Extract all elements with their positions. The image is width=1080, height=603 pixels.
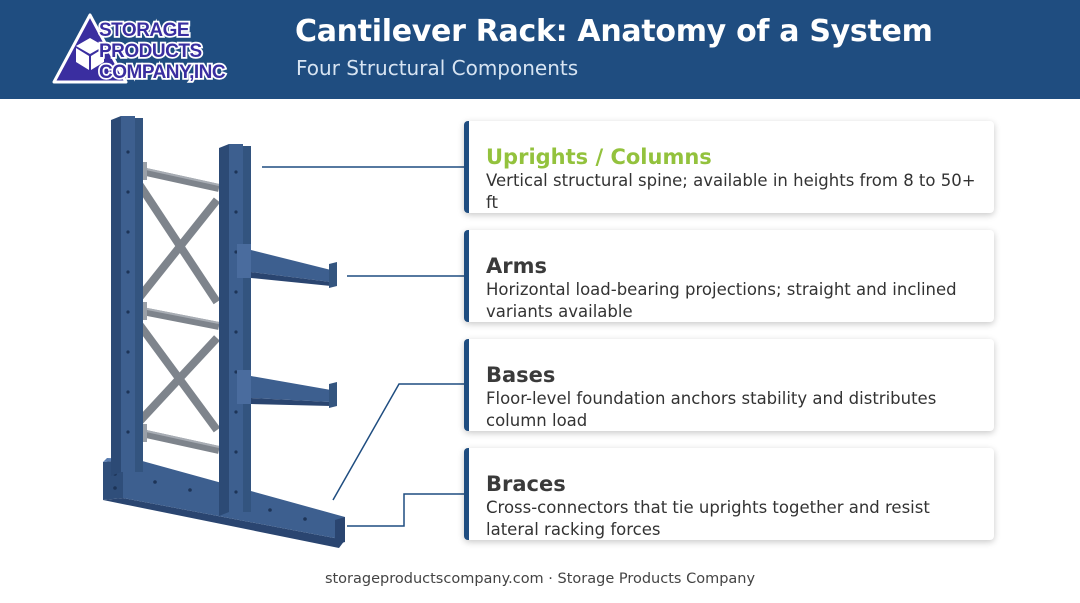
card-title: Arms	[486, 254, 547, 278]
card-description: Vertical structural spine; available in …	[486, 171, 976, 212]
logo-word-1: STORAGE	[99, 20, 189, 41]
component-card-braces: Braces Cross-connectors that tie upright…	[464, 448, 994, 540]
logo-word-3: COMPANY,INC	[99, 62, 226, 83]
card-description: Cross-connectors that tie uprights toget…	[486, 498, 930, 539]
upright-right	[219, 144, 251, 516]
component-card-uprights: Uprights / Columns Vertical structural s…	[464, 121, 994, 213]
card-description: Floor-level foundation anchors stability…	[486, 389, 937, 430]
company-logo[interactable]: STORAGE PRODUCTS COMPANY,INC	[52, 12, 268, 88]
cantilever-rack-illustration	[103, 116, 345, 548]
card-title: Braces	[486, 472, 566, 496]
card-description: Horizontal load-bearing projections; str…	[486, 280, 957, 321]
component-card-bases: Bases Floor-level foundation anchors sta…	[464, 339, 994, 431]
page-title: Cantilever Rack: Anatomy of a System	[295, 14, 933, 49]
page-subtitle: Four Structural Components	[296, 56, 579, 80]
card-title: Uprights / Columns	[486, 145, 712, 169]
card-title: Bases	[486, 363, 556, 387]
arms	[237, 244, 337, 408]
component-card-arms: Arms Horizontal load-bearing projections…	[464, 230, 994, 322]
header-bar: STORAGE PRODUCTS COMPANY,INC Cantilever …	[0, 0, 1080, 99]
braces	[135, 166, 221, 454]
upright-left	[111, 116, 143, 476]
connector-braces	[347, 493, 464, 527]
logo-word-2: PRODUCTS	[99, 41, 202, 62]
footer-credit: storageproductscompany.com · Storage Pro…	[324, 571, 756, 587]
